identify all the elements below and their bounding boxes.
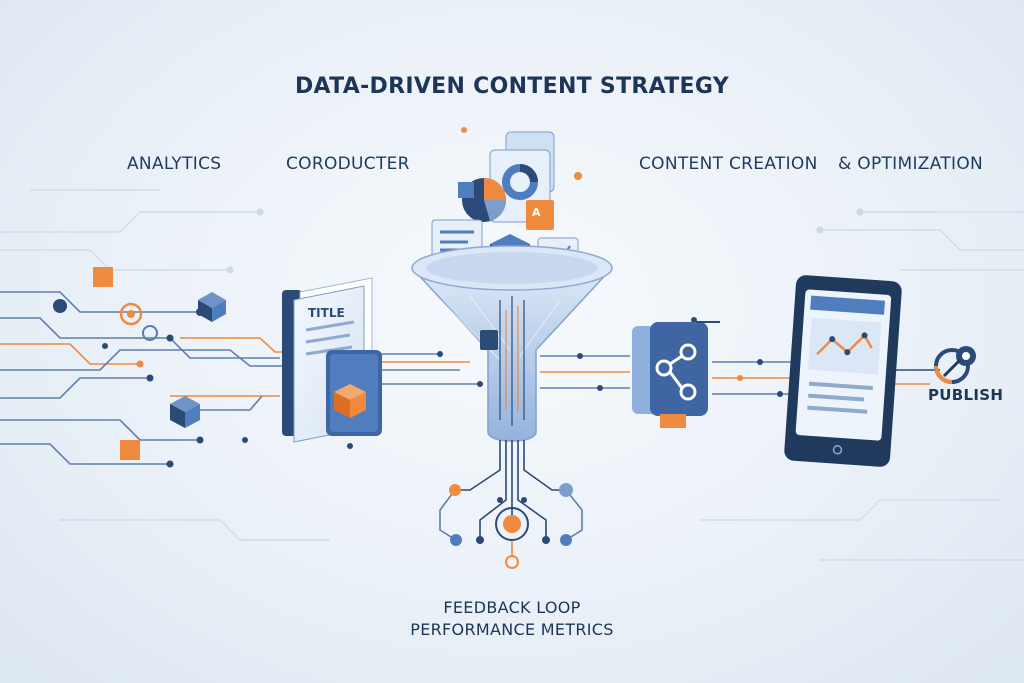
publish-label: PUBLISH (928, 386, 1004, 404)
document-title-text: TITLE (308, 306, 345, 320)
cube-icon-left (170, 396, 200, 428)
publish-gauge-icon (934, 346, 976, 384)
feedback-loop-network (439, 440, 583, 556)
donut-chart-icon (502, 164, 538, 200)
right-circuit-network (540, 355, 940, 395)
left-circuit-network (0, 291, 480, 465)
performance-metrics-label: PERFORMANCE METRICS (410, 620, 614, 639)
orange-cube-icon (334, 384, 366, 418)
funnel-doc-letter: A (532, 206, 541, 219)
feedback-loop-nodes (449, 483, 573, 569)
stage-label-optimization: & OPTIMIZATION (838, 154, 984, 174)
funnel-icon (411, 245, 613, 442)
stage-label-content-creation: CONTENT CREATION (639, 154, 818, 174)
orange-square-node-1 (93, 267, 113, 287)
stage-label-analytics: ANALYTICS (127, 154, 222, 174)
feedback-hub-icon (495, 507, 529, 541)
tablet-icon (784, 275, 902, 467)
cube-icon-small (198, 292, 226, 322)
document-stack-icon (282, 277, 382, 443)
feedback-loop-label: FEEDBACK LOOP (443, 598, 581, 617)
ring-node-icon (142, 325, 158, 341)
stage-label-coroducter: CORODUCTER (286, 154, 410, 174)
right-circuit-nodes (577, 317, 783, 397)
orange-square-node-2 (120, 440, 140, 460)
orange-doc-card (526, 200, 554, 230)
target-icon (119, 302, 143, 326)
share-card-icon (632, 321, 720, 428)
background-circuit-lines (0, 189, 1024, 561)
share-icon (655, 343, 697, 401)
page-title: DATA-DRIVEN CONTENT STRATEGY (295, 74, 729, 99)
